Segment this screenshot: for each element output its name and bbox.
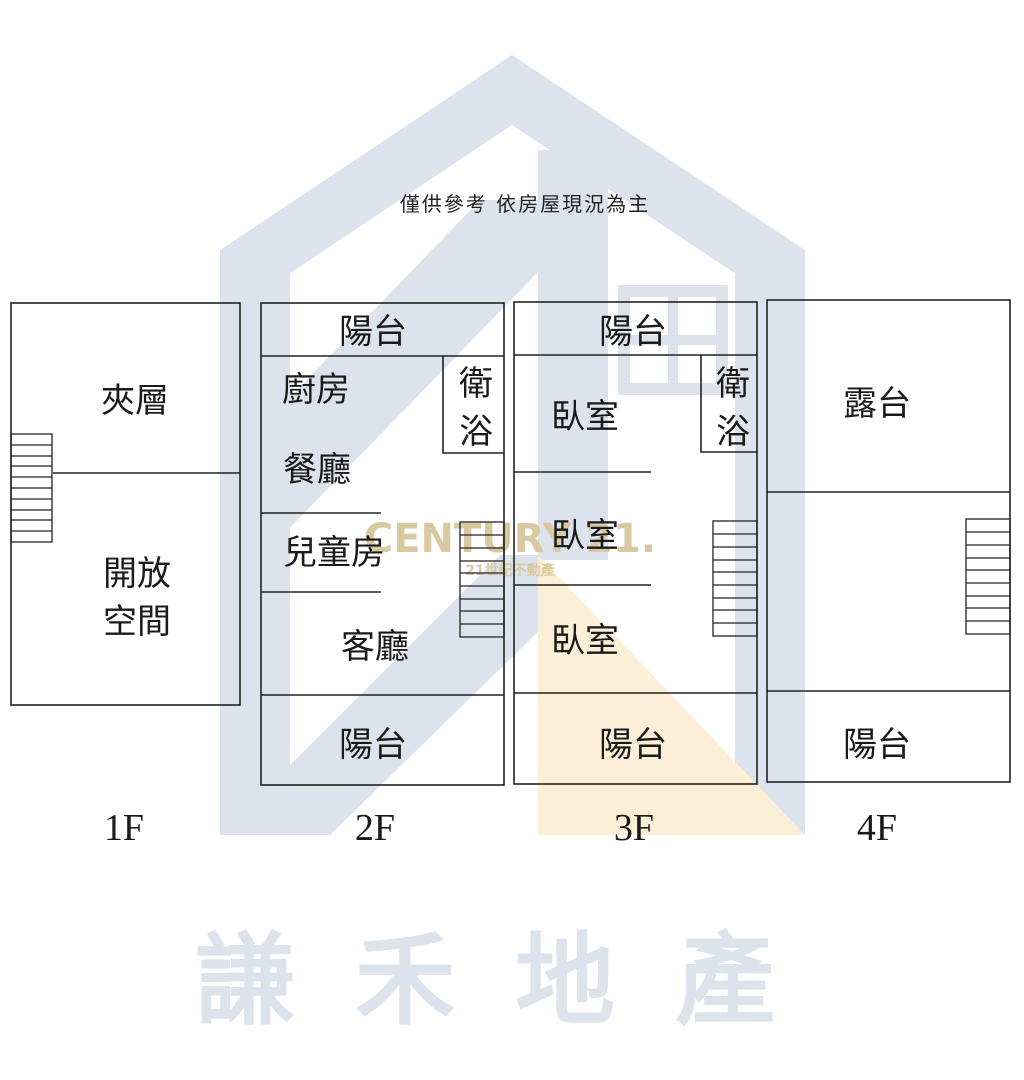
- room-living: 客廳: [341, 627, 409, 667]
- room-bedroom-3: 臥室: [551, 621, 619, 661]
- floor-label-3f: 3F: [614, 807, 654, 849]
- floor-label-1f: 1F: [104, 807, 144, 849]
- room-kids: 兒童房: [283, 533, 385, 573]
- staircase-4f: [965, 518, 1011, 635]
- floor-plan-4f: 露台 陽台 4F: [766, 299, 1011, 849]
- floor-label-2f: 2F: [355, 807, 395, 849]
- bathroom-wall: [442, 356, 504, 454]
- room-terrace: 露台: [843, 384, 911, 424]
- room-bedroom-2: 臥室: [551, 516, 619, 556]
- century21-logo-text: CENTURY 21.: [364, 516, 656, 562]
- century21-logo: CENTURY 21. 21世紀不動產: [364, 516, 656, 579]
- floor-plan-3f: 陽台 臥室 衛 浴 臥室 臥室 陽台 3F: [513, 301, 758, 849]
- staircase-1f: [10, 433, 53, 543]
- outer-wall: [10, 302, 241, 706]
- watermark-gold-triangle: [538, 555, 805, 835]
- staircase-3f: [712, 520, 758, 637]
- century21-logo-subtext: 21世紀不動產: [465, 562, 554, 579]
- watermark-window: [618, 285, 728, 395]
- staircase-2f: [459, 521, 505, 638]
- watermark-left-diagonal: [220, 200, 540, 600]
- agency-watermark: 謙禾地產: [195, 922, 835, 1039]
- room-mezzanine: 夾層: [101, 381, 169, 421]
- room-balcony-bottom: 陽台: [339, 725, 407, 765]
- room-open-space-line2: 空間: [103, 602, 171, 642]
- room-balcony-top: 陽台: [339, 312, 407, 352]
- watermark-right-column: [735, 250, 805, 835]
- floor-plan-1f: 夾層 開放 空間 1F: [10, 302, 241, 849]
- room-bathroom-line1: 衛: [459, 364, 493, 404]
- room-bathroom-line1: 衛: [716, 364, 750, 404]
- room-dining: 餐廳: [283, 450, 351, 490]
- floor-label-4f: 4F: [857, 807, 897, 849]
- room-open-space-line1: 開放: [103, 554, 171, 594]
- room-balcony-bottom: 陽台: [599, 725, 667, 765]
- room-kitchen: 廚房: [282, 370, 350, 410]
- room-bathroom-line2: 浴: [459, 412, 493, 452]
- disclaimer-notice: 僅供參考 依房屋現況為主: [400, 192, 650, 216]
- bathroom-wall: [700, 355, 757, 453]
- room-bedroom-1: 臥室: [551, 397, 619, 437]
- room-balcony-bottom: 陽台: [843, 725, 911, 765]
- room-balcony-top: 陽台: [599, 312, 667, 352]
- floor-plan-2f: 陽台 廚房 衛 浴 餐廳 兒童房 客廳 陽台 2F: [260, 302, 505, 849]
- room-bathroom-line2: 浴: [716, 412, 750, 452]
